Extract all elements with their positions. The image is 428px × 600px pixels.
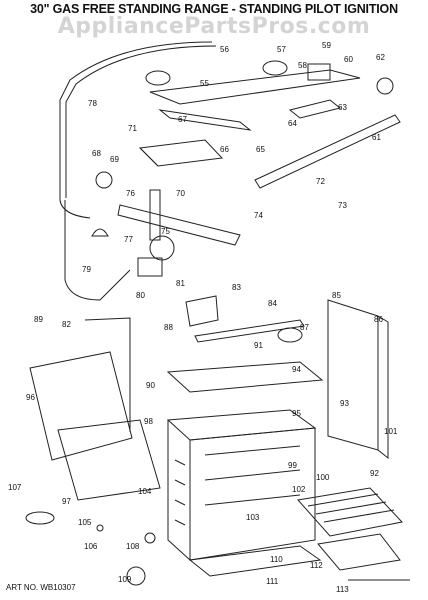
orifice-77 bbox=[91, 228, 109, 237]
callout-label: 87 bbox=[300, 323, 309, 332]
burner-assembly bbox=[149, 69, 361, 105]
callout-label: 68 bbox=[92, 149, 101, 158]
callout-label: 109 bbox=[118, 575, 132, 584]
door-86 bbox=[327, 299, 379, 451]
part-84 bbox=[194, 319, 305, 343]
callout-label: 67 bbox=[178, 115, 187, 124]
diagram-title: 30" GAS FREE STANDING RANGE - STANDING P… bbox=[30, 2, 398, 16]
callout-label: 84 bbox=[268, 299, 277, 308]
callout-label: 96 bbox=[26, 393, 35, 402]
callout-label: 74 bbox=[254, 211, 263, 220]
callout-label: 100 bbox=[316, 473, 330, 482]
cord-107 bbox=[25, 511, 55, 525]
pilot-tube-78 bbox=[59, 41, 213, 219]
knob-109 bbox=[126, 566, 146, 586]
callout-label: 112 bbox=[310, 561, 323, 570]
oven-body-98 bbox=[167, 420, 191, 562]
callout-label: 79 bbox=[82, 265, 91, 274]
callout-label: 103 bbox=[246, 513, 260, 522]
callout-label: 73 bbox=[338, 201, 347, 210]
callout-label: 76 bbox=[126, 189, 135, 198]
broiler-pan-112 bbox=[317, 533, 401, 571]
callout-label: 61 bbox=[372, 133, 381, 142]
tube-79 bbox=[64, 200, 131, 301]
callout-label: 56 bbox=[220, 45, 229, 54]
rack-102 bbox=[297, 487, 403, 537]
callout-label: 72 bbox=[316, 177, 325, 186]
callout-label: 113 bbox=[336, 585, 349, 594]
bracket-74 bbox=[117, 204, 241, 246]
callout-label: 58 bbox=[298, 61, 307, 70]
burner-right-rear bbox=[262, 60, 288, 76]
callout-label: 71 bbox=[128, 124, 137, 133]
callout-label: 86 bbox=[374, 315, 383, 324]
callout-label: 70 bbox=[176, 189, 185, 198]
callout-label: 62 bbox=[376, 53, 385, 62]
manifold-pipe-61 bbox=[254, 114, 401, 189]
side-panel-left-96 bbox=[29, 351, 133, 461]
oven-top-94 bbox=[166, 361, 324, 393]
callout-label: 57 bbox=[277, 45, 286, 54]
callout-label: 66 bbox=[220, 145, 229, 154]
callout-label: 82 bbox=[62, 320, 71, 329]
valve-80 bbox=[137, 257, 163, 277]
callout-label: 69 bbox=[110, 155, 119, 164]
art-number: ART NO. WB10307 bbox=[6, 583, 76, 592]
callout-label: 89 bbox=[34, 315, 43, 324]
callout-label: 65 bbox=[256, 145, 265, 154]
pilot-68 bbox=[95, 171, 113, 189]
callout-label: 97 bbox=[62, 497, 71, 506]
callout-label: 78 bbox=[88, 99, 97, 108]
burner-grate-71 bbox=[138, 139, 224, 167]
callout-label: 80 bbox=[136, 291, 145, 300]
callout-label: 91 bbox=[254, 341, 263, 350]
part-83 bbox=[185, 295, 219, 327]
callout-label: 88 bbox=[164, 323, 173, 332]
callout-label: 93 bbox=[340, 399, 349, 408]
callout-label: 102 bbox=[292, 485, 306, 494]
callout-label: 75 bbox=[161, 227, 170, 236]
callout-label: 98 bbox=[144, 417, 153, 426]
callout-label: 104 bbox=[138, 487, 152, 496]
burner-left-rear bbox=[145, 70, 171, 86]
callout-label: 105 bbox=[78, 518, 92, 527]
callout-label: 81 bbox=[176, 279, 185, 288]
callout-label: 63 bbox=[338, 103, 347, 112]
knob-108 bbox=[144, 532, 156, 544]
callout-label: 55 bbox=[200, 79, 209, 88]
callout-label: 64 bbox=[288, 119, 297, 128]
callout-label: 85 bbox=[332, 291, 341, 300]
callout-label: 111 bbox=[266, 577, 279, 586]
callout-label: 95 bbox=[292, 409, 301, 418]
callout-label: 90 bbox=[146, 381, 155, 390]
thermostat-75 bbox=[149, 235, 175, 261]
watermark: AppliancePartsPros.com bbox=[57, 14, 371, 39]
callout-label: 60 bbox=[344, 55, 353, 64]
callout-label: 107 bbox=[8, 483, 22, 492]
drawer-110 bbox=[188, 545, 322, 577]
callout-label: 106 bbox=[84, 542, 98, 551]
callout-label: 92 bbox=[370, 469, 379, 478]
callout-label: 83 bbox=[232, 283, 241, 292]
callout-label: 99 bbox=[288, 461, 297, 470]
part-drawings bbox=[25, 41, 410, 586]
callout-label: 110 bbox=[270, 555, 283, 564]
knob-62 bbox=[376, 77, 394, 95]
callout-label: 77 bbox=[124, 235, 133, 244]
bottom-panel-97 bbox=[57, 419, 161, 501]
part-87 bbox=[277, 327, 303, 343]
callout-labels: 56 57 59 58 60 62 78 55 63 67 64 71 66 6… bbox=[8, 41, 398, 594]
valve-59 bbox=[307, 63, 331, 81]
callout-label: 59 bbox=[322, 41, 331, 50]
callout-label: 94 bbox=[292, 365, 301, 374]
callout-label: 108 bbox=[126, 542, 140, 551]
callout-label: 101 bbox=[384, 427, 398, 436]
